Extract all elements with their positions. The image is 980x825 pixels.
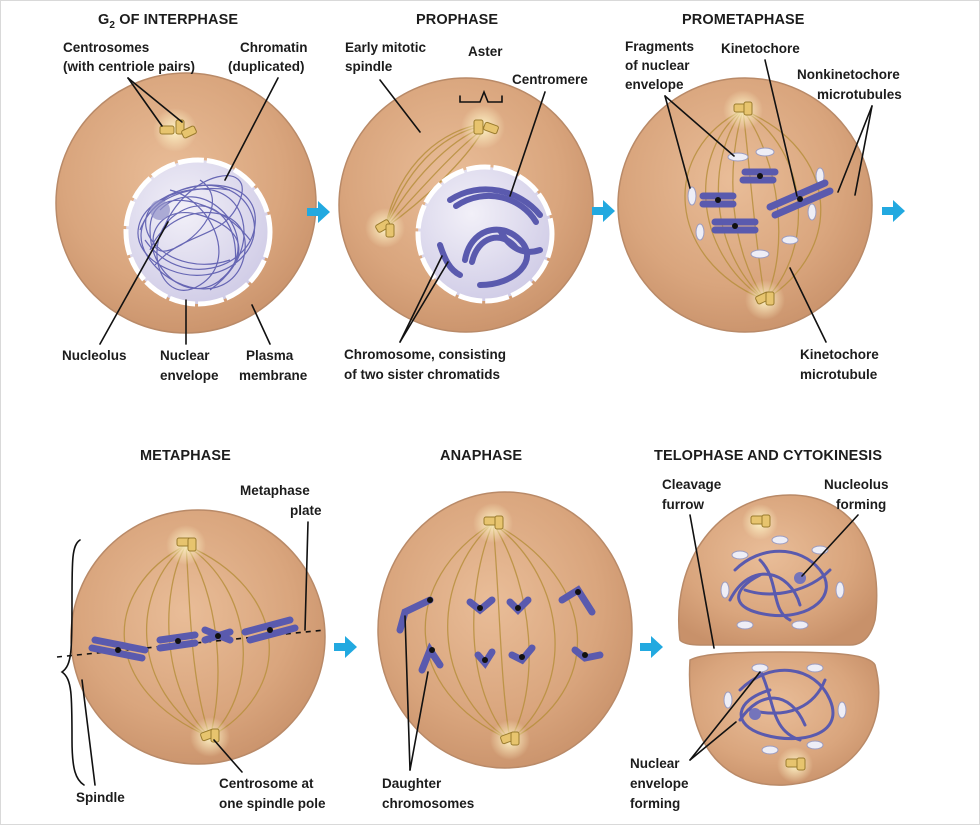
label-centrosomes: Centrosomes: [63, 40, 149, 55]
label-fragments: Fragments: [625, 39, 694, 54]
label-chromatin: Chromatin: [240, 40, 308, 55]
label-daughter-chromosomes: Daughter: [382, 776, 442, 791]
spindle-bracket: [60, 539, 85, 786]
label-nuclear-envelope: Nuclear: [160, 348, 210, 363]
anaphase-pole-bottom: [490, 720, 530, 760]
g2-nucleus: [123, 157, 273, 307]
label-early-mitotic-spindle-line2: spindle: [345, 59, 393, 74]
label-nuclear-envelope-forming-line3: forming: [630, 796, 680, 811]
label-kinetochore: Kinetochore: [721, 41, 800, 56]
label-chromatin-line2: (duplicated): [228, 59, 305, 74]
telophase-chromatin-upper: [728, 549, 832, 622]
prometaphase-leader-lines: [664, 59, 873, 343]
panel-prophase: PROPHASE: [338, 12, 594, 382]
panel-g2-interphase: G2 OF INTERPHASE Centrosomes (wi: [55, 12, 317, 383]
panel-telophase: TELOPHASE AND CYTOKINESIS: [630, 448, 889, 811]
telophase-nucleolus-lower: [749, 708, 761, 720]
arrow-prophase-to-prometaphase: [592, 200, 615, 222]
prometaphase-pole-bottom: [745, 280, 785, 320]
label-nucleolus-forming-line2: forming: [836, 497, 886, 512]
panel-metaphase: METAPHASE: [56, 448, 326, 811]
label-metaphase-plate-line2: plate: [290, 503, 322, 518]
g2-title: G2 OF INTERPHASE: [98, 12, 238, 31]
label-chromosome-line2: of two sister chromatids: [344, 367, 500, 382]
anaphase-pole-top: [473, 503, 513, 543]
label-metaphase-plate: Metaphase: [240, 483, 310, 498]
metaphase-chromosomes: [88, 616, 299, 662]
g2-chromatin: [137, 175, 256, 291]
anaphase-leader-lines: [404, 615, 429, 771]
telophase-chromatin-lower: [738, 668, 835, 742]
label-centrosome-pole: Centrosome at: [219, 776, 314, 791]
anaphase-spindle: [424, 522, 579, 741]
g2-nucleolus: [150, 200, 170, 220]
label-kinetochore-microtubule-line2: microtubule: [800, 367, 878, 382]
metaphase-title: METAPHASE: [140, 448, 231, 464]
label-chromosome: Chromosome, consisting: [344, 347, 506, 362]
label-fragments-line2: of nuclear: [625, 58, 690, 73]
g2-centrosome: [153, 108, 197, 152]
arrow-metaphase-to-anaphase: [334, 636, 357, 658]
telophase-centrosome-lower: [777, 747, 813, 783]
prophase-title: PROPHASE: [416, 12, 498, 28]
prometaphase-pole-top: [723, 90, 763, 130]
label-centrosomes-line2: (with centriole pairs): [63, 59, 195, 74]
label-centromere: Centromere: [512, 72, 588, 87]
label-daughter-chromosomes-line2: chromosomes: [382, 796, 474, 811]
label-aster: Aster: [468, 44, 503, 59]
label-kinetochore-microtubule: Kinetochore: [800, 347, 879, 362]
g2-leader-lines: [99, 77, 279, 345]
label-plasma-membrane-line2: membrane: [239, 368, 308, 383]
metaphase-pole-top: [166, 525, 206, 565]
telophase-daughter-cell-lower: [688, 651, 880, 786]
label-nucleolus-forming: Nucleolus: [824, 477, 889, 492]
label-nonkinetochore: Nonkinetochore: [797, 67, 900, 82]
label-spindle: Spindle: [76, 790, 125, 805]
label-nucleolus: Nucleolus: [62, 348, 127, 363]
telophase-title: TELOPHASE AND CYTOKINESIS: [654, 448, 882, 464]
telophase-leader-lines: [689, 514, 859, 761]
label-nonkinetochore-line2: microtubules: [817, 87, 902, 102]
prometaphase-title: PROMETAPHASE: [682, 12, 805, 28]
label-cleavage-furrow: Cleavage: [662, 477, 722, 492]
label-plasma-membrane: Plasma: [246, 348, 294, 363]
arrow-g2-to-prophase: [307, 201, 330, 223]
label-nuclear-envelope-forming-line2: envelope: [630, 776, 689, 791]
anaphase-title: ANAPHASE: [440, 448, 522, 464]
metaphase-leader-lines: [81, 521, 309, 786]
anaphase-chromosomes: [396, 585, 604, 674]
label-cleavage-furrow-line2: furrow: [662, 497, 704, 512]
arrow-anaphase-to-telophase: [640, 636, 663, 658]
panel-anaphase: ANAPHASE: [377, 448, 633, 811]
label-nuclear-envelope-forming: Nuclear: [630, 756, 680, 771]
telophase-daughter-cell-upper: [678, 494, 878, 646]
prometaphase-cell: [617, 77, 873, 333]
label-nuclear-envelope-line2: envelope: [160, 368, 219, 383]
telophase-envelope-fragments: [720, 535, 847, 755]
anaphase-cell: [377, 491, 633, 769]
label-fragments-line3: envelope: [625, 77, 684, 92]
label-early-mitotic-spindle: Early mitotic: [345, 40, 427, 55]
prophase-leader-lines: [379, 79, 546, 343]
prophase-chromosomes: [437, 186, 543, 288]
arrow-prometaphase-to-metaphase: [882, 200, 905, 222]
label-centrosome-pole-line2: one spindle pole: [219, 796, 326, 811]
prophase-aster: [461, 105, 505, 149]
telophase-centrosome-upper: [742, 504, 778, 540]
prophase-centrosome-2: [365, 208, 405, 248]
panel-prometaphase: PROMETAPHASE: [617, 12, 902, 382]
